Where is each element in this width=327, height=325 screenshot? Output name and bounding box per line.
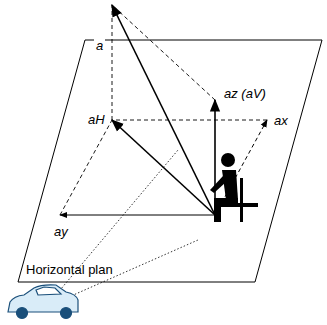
vector-label: ax xyxy=(272,113,290,128)
horizontal-plane xyxy=(18,40,322,282)
component-arrow xyxy=(60,120,267,215)
vector-arrow xyxy=(112,5,215,215)
vector-label: az (aV) xyxy=(222,86,268,101)
vector-label: aH xyxy=(86,112,107,127)
car-icon xyxy=(8,285,78,319)
construction-line xyxy=(60,5,267,215)
vector-label: ay xyxy=(52,224,70,239)
vector-label: a xyxy=(94,38,105,53)
plane-label: Horizontal plan xyxy=(24,262,115,277)
